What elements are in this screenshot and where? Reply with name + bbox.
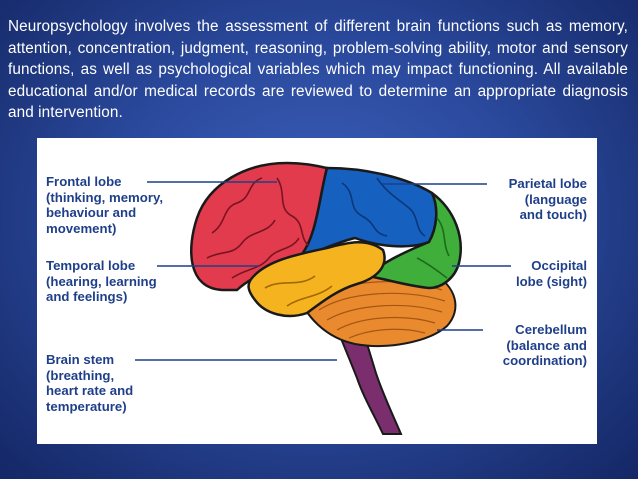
occipital-lobe-shape — [364, 191, 462, 290]
intro-paragraph: Neuropsychology involves the assessment … — [8, 18, 628, 121]
leader-lines — [135, 181, 511, 361]
temporal-lobe-shape — [247, 241, 386, 318]
occipital-lobe-label: Occipital lobe (sight) — [515, 258, 587, 289]
parietal-lobe-label: Parietal lobe (language and touch) — [508, 176, 587, 223]
cerebellum-label: Cerebellum (balance and coordination) — [502, 322, 587, 369]
brain-diagram: Frontal lobe (thinking, memory, behaviou… — [37, 138, 597, 444]
brain-illustration — [135, 161, 511, 435]
parietal-lobe-shape — [295, 166, 438, 261]
frontal-lobe-label: Frontal lobe (thinking, memory, behaviou… — [46, 174, 163, 236]
temporal-lobe-label: Temporal lobe (hearing, learning and fee… — [46, 258, 157, 305]
brain-stem-label: Brain stem (breathing, heart rate and te… — [46, 352, 134, 414]
